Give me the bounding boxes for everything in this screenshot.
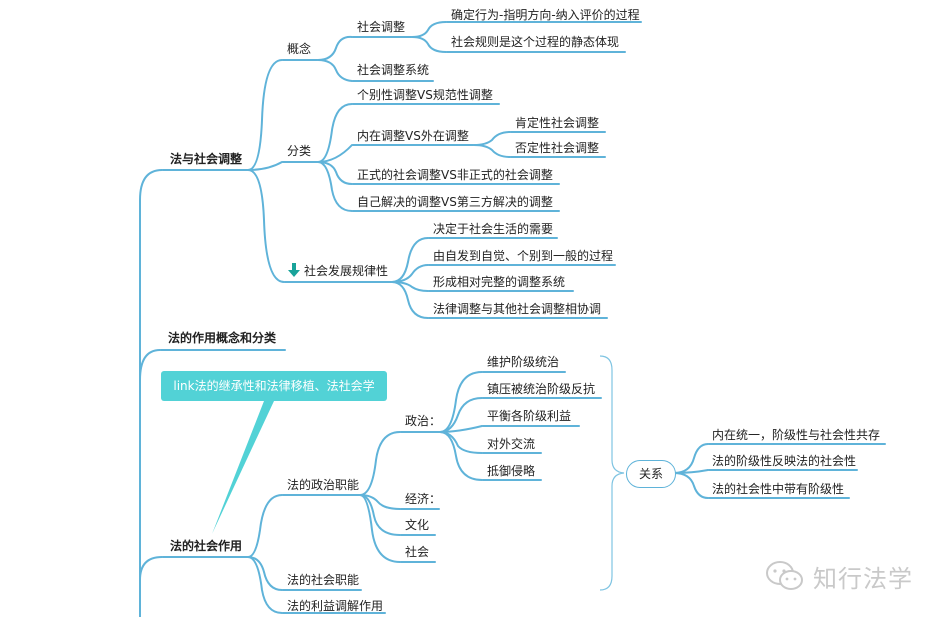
node-political-function[interactable]: 法的政治职能 xyxy=(287,478,360,492)
node-pol-4[interactable]: 对外交流 xyxy=(487,437,536,451)
node-rel-2[interactable]: 法的阶级性反映法的社会性 xyxy=(712,454,857,468)
node-social-adjust-system[interactable]: 社会调整系统 xyxy=(357,63,430,77)
node-rel-1[interactable]: 内在统一，阶级性与社会性共存 xyxy=(712,428,881,442)
node-relation[interactable]: 关系 xyxy=(626,460,676,488)
node-social-adjust[interactable]: 社会调整 xyxy=(357,20,406,34)
node-rel-3[interactable]: 法的社会性中带有阶级性 xyxy=(712,482,845,496)
watermark: 知行法学 xyxy=(765,558,913,594)
node-dev-4[interactable]: 法律调整与其他社会调整相协调 xyxy=(433,302,602,316)
node-law-social-adjust[interactable]: 法与社会调整 xyxy=(170,152,243,166)
node-law-social-function[interactable]: 法的社会作用 xyxy=(170,539,243,553)
node-pol-1[interactable]: 维护阶级统治 xyxy=(487,355,560,369)
node-interest-adjust[interactable]: 法的利益调解作用 xyxy=(287,599,384,613)
node-society[interactable]: 社会 xyxy=(405,545,430,559)
node-concept[interactable]: 概念 xyxy=(287,42,312,56)
node-politics[interactable]: 政治： xyxy=(405,414,442,428)
wechat-icon xyxy=(766,561,803,590)
node-self-vs-third[interactable]: 自己解决的调整VS第三方解决的调整 xyxy=(357,195,553,209)
node-pol-5[interactable]: 抵御侵略 xyxy=(487,464,536,478)
node-dev-3[interactable]: 形成相对完整的调整系统 xyxy=(433,275,566,289)
node-classification[interactable]: 分类 xyxy=(287,144,312,158)
node-internal-vs-external[interactable]: 内在调整VS外在调整 xyxy=(357,129,469,143)
node-negative[interactable]: 否定性社会调整 xyxy=(515,141,600,155)
node-dev-1[interactable]: 决定于社会生活的需要 xyxy=(433,222,554,236)
node-formal-vs-informal[interactable]: 正式的社会调整VS非正式的社会调整 xyxy=(357,168,553,182)
node-dev-2[interactable]: 由自发到自觉、个别到一般的过程 xyxy=(433,249,614,263)
watermark-text: 知行法学 xyxy=(813,564,913,593)
link-callout[interactable]: link法的继承性和法律移植、法社会学 xyxy=(161,371,387,401)
node-affirmative[interactable]: 肯定性社会调整 xyxy=(515,116,600,130)
node-pol-2[interactable]: 镇压被统治阶级反抗 xyxy=(487,382,596,396)
node-culture[interactable]: 文化 xyxy=(405,518,430,532)
node-individual-vs-normative[interactable]: 个别性调整VS规范性调整 xyxy=(357,88,493,102)
node-sa-def-1[interactable]: 确定行为-指明方向-纳入评价的过程 xyxy=(451,8,640,22)
node-law-function-concept[interactable]: 法的作用概念和分类 xyxy=(168,331,277,345)
node-economy[interactable]: 经济： xyxy=(405,492,442,506)
node-social-function[interactable]: 法的社会职能 xyxy=(287,573,360,587)
down-arrow-icon xyxy=(288,263,300,277)
node-sa-def-2[interactable]: 社会规则是这个过程的静态体现 xyxy=(451,35,620,49)
node-pol-3[interactable]: 平衡各阶级利益 xyxy=(487,409,572,423)
node-development-law[interactable]: 社会发展规律性 xyxy=(304,264,389,278)
